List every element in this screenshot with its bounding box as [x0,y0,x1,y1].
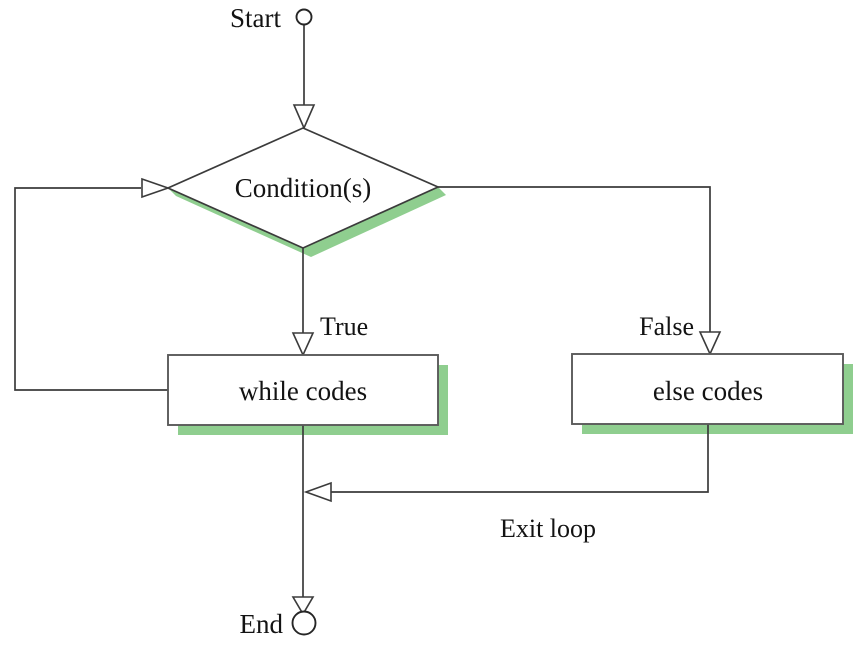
condition-node[interactable] [165,127,441,249]
else-body-node[interactable] [571,353,844,425]
true-edge-label: True [320,312,368,341]
arrowhead-loop-back [141,177,171,199]
arrowhead-exit-loop [303,481,332,503]
start-terminator-icon[interactable] [295,8,313,26]
while-body-label: while codes [239,376,367,406]
while-body-node[interactable] [167,354,439,426]
arrowhead-into-condition [292,104,316,131]
else-body-label: else codes [653,376,763,406]
arrowhead-into-end [291,596,315,616]
end-label: End [240,609,284,639]
exit-loop-edge-label: Exit loop [500,514,596,543]
condition-label: Condition(s) [235,173,372,203]
edge-condition-false [438,186,711,333]
false-edge-label: False [639,312,694,341]
label-layer: Start Condition(s) True False while code… [230,3,763,639]
edge-exit-loop [330,424,709,493]
arrowhead-into-while-body [291,332,315,357]
end-terminator-icon[interactable] [291,610,317,636]
node-layer [165,8,844,636]
arrowhead-into-else-body [698,331,722,356]
connector-layer [14,24,722,616]
edge-loop-back [14,187,168,391]
start-label: Start [230,3,281,33]
